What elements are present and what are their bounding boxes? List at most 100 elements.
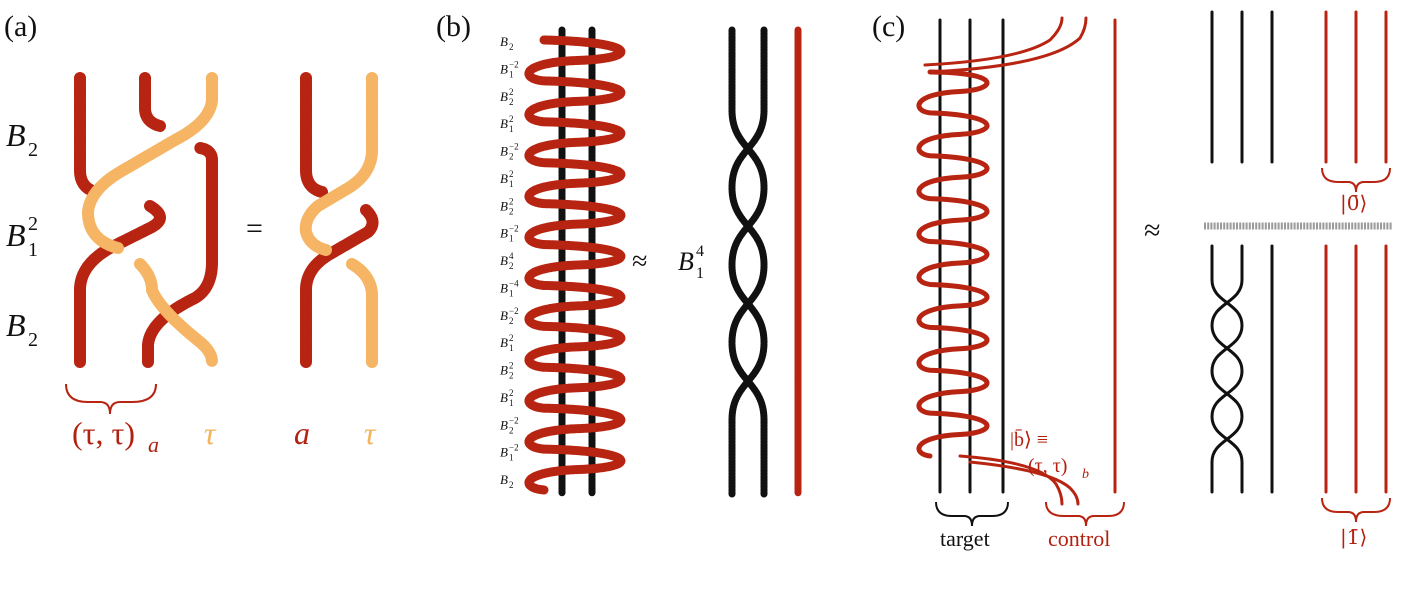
svg-text:b: b bbox=[1082, 467, 1089, 482]
svg-text:−2: −2 bbox=[509, 59, 519, 69]
braid-right bbox=[299, 72, 379, 368]
zero-brace bbox=[1321, 167, 1391, 193]
svg-text:1: 1 bbox=[509, 288, 514, 298]
svg-text:|b̄⟩ ≡: |b̄⟩ ≡ bbox=[1010, 429, 1048, 451]
svg-text:(τ, τ): (τ, τ) bbox=[72, 415, 135, 451]
svg-text:B: B bbox=[500, 198, 508, 213]
panel-c-label: (c) bbox=[872, 10, 905, 43]
svg-text:B: B bbox=[500, 253, 508, 268]
svg-text:−2: −2 bbox=[509, 142, 519, 152]
panel-c-figure: (c) |b̄⟩ ≡ (τ, τ) b target control ≈ bbox=[872, 10, 1392, 551]
svg-text:1: 1 bbox=[509, 69, 514, 79]
svg-text:1: 1 bbox=[509, 234, 514, 244]
approx-sign-b: ≈ bbox=[632, 246, 647, 277]
svg-text:τ: τ bbox=[204, 415, 217, 451]
simplified-braid bbox=[728, 26, 802, 498]
svg-text:B: B bbox=[500, 116, 508, 131]
brace-left bbox=[65, 383, 157, 415]
svg-text:1: 1 bbox=[509, 124, 514, 134]
svg-text:2: 2 bbox=[509, 42, 514, 52]
svg-text:−4: −4 bbox=[509, 278, 519, 288]
svg-text:1: 1 bbox=[696, 265, 704, 282]
svg-text:2: 2 bbox=[509, 97, 514, 107]
svg-text:a: a bbox=[148, 432, 159, 457]
row-label-1: B 2 bbox=[6, 117, 38, 161]
target-label: target bbox=[940, 526, 990, 551]
svg-text:1: 1 bbox=[509, 179, 514, 189]
svg-text:2: 2 bbox=[509, 333, 514, 343]
svg-text:B: B bbox=[500, 61, 508, 76]
svg-text:2: 2 bbox=[509, 316, 514, 326]
svg-text:B: B bbox=[500, 472, 508, 487]
svg-text:B: B bbox=[500, 308, 508, 323]
svg-text:−2: −2 bbox=[509, 443, 519, 453]
equals-sign: = bbox=[246, 212, 263, 245]
svg-text:2: 2 bbox=[509, 425, 514, 435]
svg-text:B: B bbox=[500, 226, 508, 241]
svg-text:B: B bbox=[500, 144, 508, 159]
svg-text:2: 2 bbox=[509, 388, 514, 398]
svg-text:2: 2 bbox=[509, 480, 514, 490]
svg-text:−2: −2 bbox=[509, 415, 519, 425]
zero-state-block bbox=[1210, 10, 1388, 164]
svg-text:B: B bbox=[500, 34, 508, 49]
svg-text:2: 2 bbox=[28, 139, 38, 161]
panel-b-label: (b) bbox=[436, 10, 471, 43]
svg-text:−2: −2 bbox=[509, 224, 519, 234]
svg-text:2: 2 bbox=[509, 261, 514, 271]
svg-text:B: B bbox=[500, 280, 508, 295]
svg-text:2: 2 bbox=[509, 196, 514, 206]
panel-c: (c) |b̄⟩ ≡ (τ, τ) b target control ≈ bbox=[860, 0, 1412, 611]
control-label: control bbox=[1048, 526, 1110, 551]
svg-text:1: 1 bbox=[509, 343, 514, 353]
svg-text:B: B bbox=[6, 307, 26, 343]
ket-zero-label: |0̄⟩ bbox=[1340, 191, 1367, 216]
svg-text:B: B bbox=[6, 117, 26, 153]
svg-text:2: 2 bbox=[509, 361, 514, 371]
svg-text:(τ, τ): (τ, τ) bbox=[1028, 455, 1067, 477]
svg-text:1: 1 bbox=[509, 453, 514, 463]
svg-text:2: 2 bbox=[509, 87, 514, 97]
approx-sign-c: ≈ bbox=[1144, 214, 1160, 247]
result-b14: B 1 4 bbox=[678, 243, 704, 282]
one-state-block bbox=[1210, 244, 1388, 494]
svg-text:B: B bbox=[500, 390, 508, 405]
svg-text:2: 2 bbox=[509, 114, 514, 124]
svg-text:1: 1 bbox=[28, 239, 38, 261]
braid-left bbox=[74, 72, 218, 368]
row-label-2: B 1 2 bbox=[6, 213, 38, 261]
target-brace bbox=[935, 501, 1009, 527]
row-label-3: B 2 bbox=[6, 307, 38, 351]
long-braid bbox=[524, 26, 626, 498]
bottom-labels: (τ, τ) a τ a τ bbox=[72, 415, 377, 457]
svg-text:B: B bbox=[500, 445, 508, 460]
svg-text:a: a bbox=[294, 415, 310, 451]
svg-text:1: 1 bbox=[509, 398, 514, 408]
svg-text:B: B bbox=[500, 171, 508, 186]
svg-text:2: 2 bbox=[509, 371, 514, 381]
svg-text:4: 4 bbox=[696, 243, 704, 260]
panel-a-figure: (a) B 2 B 1 2 B 2 = bbox=[4, 10, 379, 457]
ket-one-label: |1̄⟩ bbox=[1340, 525, 1367, 550]
svg-text:2: 2 bbox=[509, 169, 514, 179]
svg-text:−2: −2 bbox=[509, 306, 519, 316]
svg-text:B: B bbox=[500, 335, 508, 350]
svg-text:2: 2 bbox=[28, 213, 38, 235]
state-b-label: |b̄⟩ ≡ (τ, τ) b bbox=[1010, 429, 1089, 482]
